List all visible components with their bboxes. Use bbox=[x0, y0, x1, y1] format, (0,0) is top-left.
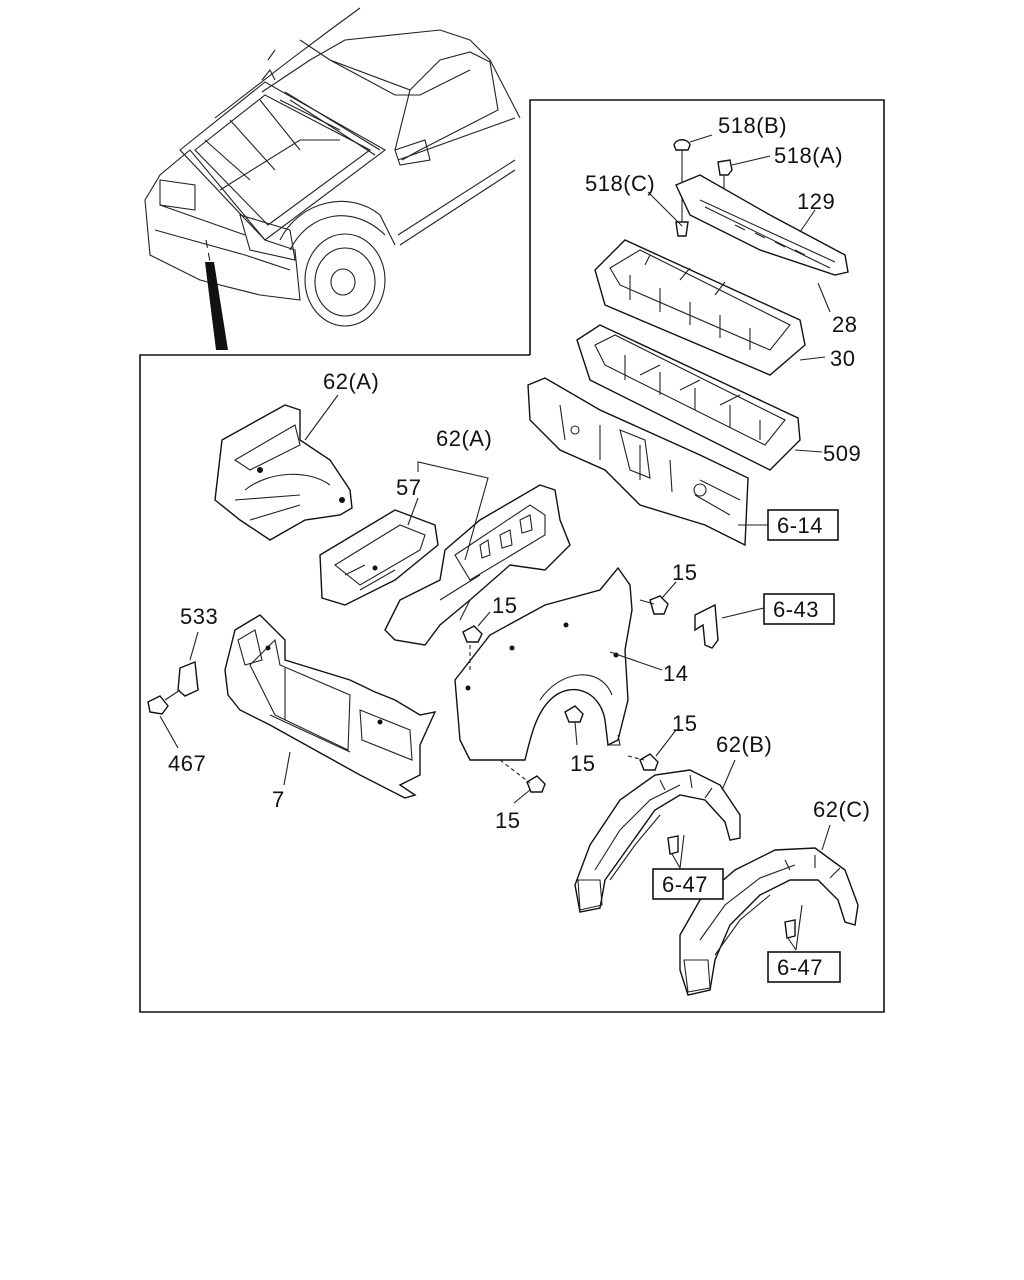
bracket-533 bbox=[177, 631, 199, 697]
front-fender-14 bbox=[454, 566, 663, 761]
leader-bracket-62a-57 bbox=[407, 461, 489, 561]
reference-box-6-47-c: 6-47 bbox=[767, 951, 841, 983]
bracket-6-43-part bbox=[694, 603, 765, 649]
label-62a-center: 62(A) bbox=[436, 426, 492, 451]
label-7: 7 bbox=[272, 787, 285, 812]
reference-label-6-14: 6-14 bbox=[777, 513, 823, 538]
splash-shield-62c bbox=[679, 824, 859, 996]
label-518c: 518(C) bbox=[585, 171, 655, 196]
radiator-support-7 bbox=[224, 614, 437, 799]
label-15-b: 15 bbox=[492, 593, 517, 618]
clip-467 bbox=[147, 689, 181, 749]
leader-lines-upper bbox=[647, 134, 831, 526]
reference-box-6-47-b: 6-47 bbox=[652, 868, 724, 900]
label-30: 30 bbox=[830, 346, 855, 371]
label-467: 467 bbox=[168, 751, 206, 776]
dash-panel-509 bbox=[527, 377, 749, 547]
label-15-c: 15 bbox=[570, 751, 595, 776]
inner-fender-62a-left bbox=[214, 394, 353, 541]
label-57: 57 bbox=[396, 475, 421, 500]
label-518a: 518(A) bbox=[774, 143, 843, 168]
label-15-d: 15 bbox=[672, 711, 697, 736]
label-62b: 62(B) bbox=[716, 732, 772, 757]
inner-fender-62a-center bbox=[384, 484, 571, 646]
label-62c: 62(C) bbox=[813, 797, 871, 822]
bolt-15-d bbox=[627, 753, 659, 771]
clip-518c bbox=[675, 221, 689, 237]
reference-box-6-14: 6-14 bbox=[767, 509, 839, 541]
label-129: 129 bbox=[797, 189, 835, 214]
label-28: 28 bbox=[832, 312, 857, 337]
leader-lines-15 bbox=[477, 581, 677, 804]
cowl-panel-28 bbox=[594, 239, 806, 376]
label-14: 14 bbox=[663, 661, 688, 686]
cowl-top-cover-129 bbox=[675, 174, 849, 276]
bolt-15-e bbox=[499, 759, 546, 793]
label-509: 509 bbox=[823, 441, 861, 466]
label-533: 533 bbox=[180, 604, 218, 629]
bolt-15-c bbox=[564, 705, 584, 723]
label-518b: 518(B) bbox=[718, 113, 787, 138]
reference-label-6-43: 6-43 bbox=[773, 597, 819, 622]
splash-shield-62b bbox=[574, 759, 741, 913]
label-62a-left: 62(A) bbox=[323, 369, 379, 394]
reference-box-6-43: 6-43 bbox=[763, 593, 835, 625]
label-15-a: 15 bbox=[672, 560, 697, 585]
reference-label-6-47-b: 6-47 bbox=[662, 872, 708, 897]
bolt-15-b bbox=[462, 625, 483, 672]
bolt-15-a bbox=[639, 595, 669, 615]
reference-label-6-47-c: 6-47 bbox=[777, 955, 823, 980]
vehicle-overview-illustration bbox=[144, 7, 521, 350]
inset-frame-upper-right bbox=[139, 99, 885, 1013]
apron-bracket-57 bbox=[319, 509, 439, 606]
label-15-e: 15 bbox=[495, 808, 520, 833]
dash-upper-panel-30 bbox=[576, 324, 801, 471]
